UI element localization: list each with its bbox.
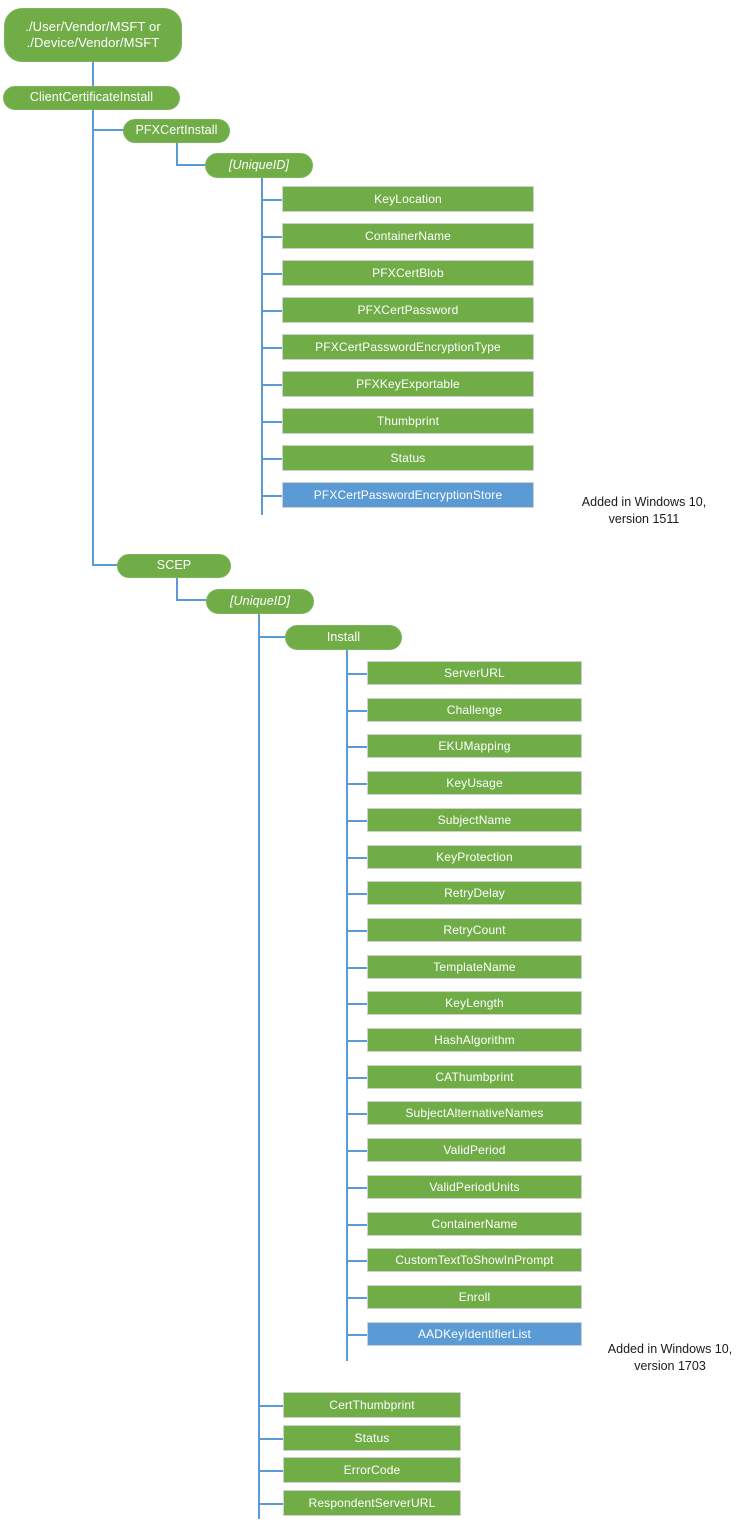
connector-leaf [261,310,282,312]
connector-branch-pfx-uniqueid [176,164,206,166]
connector-leaf [346,709,367,712]
connector-spine-install [346,650,348,1361]
connector-leaf [261,458,282,460]
connector-leaf [346,1040,367,1042]
connector-leaf [346,893,367,896]
leaf-node[interactable]: KeyLocation [282,186,534,212]
connector-leaf [261,495,282,497]
connector-leaf [258,1437,283,1440]
leaf-node[interactable]: ContainerName [367,1211,582,1236]
connector-spine-pfx-uniqueid [261,178,263,515]
connector-leaf [261,199,282,201]
connector-leaf [346,1296,367,1299]
leaf-node[interactable]: TemplateName [367,954,582,979]
connector-leaf [346,1150,367,1153]
node-install[interactable]: Install [285,625,402,650]
connector-spine-scep [176,578,178,600]
leaf-node[interactable]: CAThumbprint [367,1064,582,1089]
connector-leaf [261,273,282,275]
leaf-node[interactable]: RespondentServerURL [283,1489,461,1516]
leaf-node[interactable]: Status [283,1424,461,1451]
node-pfxcertinstall[interactable]: PFXCertInstall [123,119,230,143]
leaf-node[interactable]: Enroll [367,1284,582,1309]
leaf-node[interactable]: ContainerName [282,223,534,249]
connector-leaf [346,783,367,786]
connector-leaf [261,421,282,423]
leaf-node[interactable]: KeyUsage [367,771,582,796]
connector-branch-scep [92,564,118,566]
leaf-node[interactable]: KeyLength [367,991,582,1016]
leaf-node[interactable]: CustomTextToShowInPrompt [367,1248,582,1273]
node-scep[interactable]: SCEP [117,554,231,578]
connector-spine-scep-uniqueid [258,614,260,1519]
leaf-node[interactable]: RetryCount [367,917,582,942]
connector-leaf [346,1333,367,1336]
connector-leaf [346,819,367,822]
connector-root-to-clientcertificateinstall [92,62,94,86]
connector-leaf [346,1223,367,1226]
leaf-node[interactable]: SubjectName [367,807,582,832]
leaf-node[interactable]: PFXCertPasswordEncryptionType [282,334,534,360]
leaf-node[interactable]: KeyProtection [367,844,582,869]
leaf-node[interactable]: ValidPeriodUnits [367,1174,582,1199]
node-pfx-uniqueid[interactable]: [UniqueID] [205,153,313,178]
leaf-node[interactable]: RetryDelay [367,881,582,906]
leaf-node[interactable]: CertThumbprint [283,1392,461,1418]
node-root[interactable]: ./User/Vendor/MSFT or ./Device/Vendor/MS… [4,8,182,62]
connector-leaf [346,856,367,859]
connector-leaf [346,1186,367,1189]
leaf-node[interactable]: ValidPeriod [367,1138,582,1163]
leaf-node[interactable]: SubjectAlternativeNames [367,1101,582,1126]
leaf-node[interactable]: PFXCertPasswordEncryptionStore [282,482,534,508]
node-clientcertificateinstall[interactable]: ClientCertificateInstall [3,86,180,110]
leaf-node[interactable]: AADKeyIdentifierList [367,1321,582,1346]
connector-leaf [258,1470,283,1473]
leaf-node[interactable]: PFXCertPassword [282,297,534,323]
connector-leaf [261,384,282,386]
leaf-node[interactable]: PFXCertBlob [282,260,534,286]
leaf-node[interactable]: Thumbprint [282,408,534,434]
connector-leaf [346,1003,367,1006]
leaf-node[interactable]: Status [282,445,534,471]
connector-leaf [346,746,367,749]
connector-branch-pfxcertinstall [92,129,124,131]
connector-leaf [346,1260,367,1263]
leaf-node[interactable]: HashAlgorithm [367,1028,582,1052]
connector-branch-install [258,636,286,638]
leaf-node[interactable]: Challenge [367,697,582,722]
connector-branch-scep-uniqueid [176,599,208,601]
connector-spine-clientcertificateinstall [92,110,94,565]
connector-leaf [261,347,282,349]
leaf-node[interactable]: ErrorCode [283,1457,461,1484]
connector-leaf [346,1076,367,1079]
node-scep-uniqueid[interactable]: [UniqueID] [206,589,314,614]
connector-leaf [346,1113,367,1116]
connector-leaf [261,236,282,238]
connector-leaf [258,1502,283,1505]
connector-spine-pfxcertinstall [176,143,178,165]
connector-leaf [346,673,367,675]
leaf-node[interactable]: EKUMapping [367,734,582,759]
annotation-pfxcertpasswordencryptionstore: Added in Windows 10, version 1511 [581,495,707,526]
leaf-node[interactable]: ServerURL [367,661,582,685]
annotation-aadkeyidentifierlist: Added in Windows 10, version 1703 [607,1342,733,1373]
connector-leaf [346,966,367,969]
connector-leaf [258,1405,283,1407]
leaf-node[interactable]: PFXKeyExportable [282,371,534,397]
connector-leaf [346,929,367,932]
